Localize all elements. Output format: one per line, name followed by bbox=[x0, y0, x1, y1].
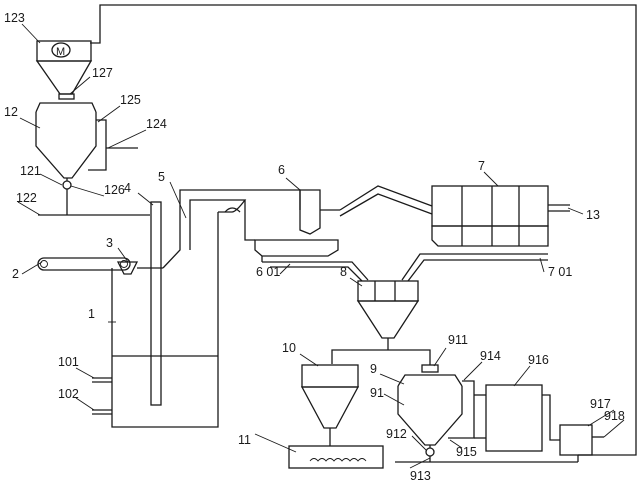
label-9: 9 bbox=[370, 362, 377, 376]
collector-8 bbox=[356, 280, 420, 350]
motor-unit-123: M bbox=[36, 40, 92, 62]
label-125: 125 bbox=[120, 93, 141, 107]
leader-lines bbox=[17, 23, 625, 469]
label-917: 917 bbox=[590, 397, 611, 411]
label-11: 11 bbox=[238, 433, 251, 447]
label-10: 10 bbox=[282, 341, 296, 355]
valve-121 bbox=[62, 180, 72, 190]
label-8: 8 bbox=[340, 265, 347, 279]
label-5: 5 bbox=[158, 170, 165, 184]
label-123: 123 bbox=[4, 11, 25, 25]
motor-symbol: M bbox=[56, 46, 65, 58]
cap-911 bbox=[421, 364, 439, 373]
label-4: 4 bbox=[124, 181, 131, 195]
label-2: 2 bbox=[12, 267, 19, 281]
conveyor-2 bbox=[37, 257, 131, 271]
hopper-10 bbox=[300, 364, 360, 446]
tank-12 bbox=[35, 102, 107, 215]
label-124: 124 bbox=[146, 117, 167, 131]
label-101: 101 bbox=[58, 355, 79, 369]
jacket-914 bbox=[448, 380, 475, 439]
label-127: 127 bbox=[92, 66, 113, 80]
label-915: 915 bbox=[456, 445, 477, 459]
jacket-125 bbox=[88, 119, 107, 171]
top-return-pipe bbox=[90, 4, 637, 456]
label-122: 122 bbox=[16, 191, 37, 205]
label-912: 912 bbox=[386, 427, 407, 441]
label-601: 6 01 bbox=[256, 265, 280, 279]
motor-icon bbox=[51, 42, 71, 58]
label-1: 1 bbox=[88, 307, 95, 321]
label-102: 102 bbox=[58, 387, 79, 401]
settler-6 bbox=[254, 189, 340, 257]
label-701: 7 01 bbox=[548, 265, 572, 279]
label-7: 7 bbox=[478, 159, 485, 173]
filter-box-7 bbox=[431, 185, 549, 247]
label-916: 916 bbox=[528, 353, 549, 367]
label-918: 918 bbox=[604, 409, 625, 423]
labels: 123 127 12 125 124 121 126 122 4 5 3 2 1… bbox=[4, 11, 625, 483]
label-6: 6 bbox=[278, 163, 285, 177]
column-4 bbox=[150, 201, 162, 406]
label-913: 913 bbox=[410, 469, 431, 483]
main-tank-1 bbox=[92, 212, 219, 428]
box-917 bbox=[559, 424, 593, 456]
feeder-127 bbox=[58, 93, 75, 100]
label-13: 13 bbox=[586, 208, 600, 222]
feed-hopper bbox=[35, 60, 93, 95]
label-914: 914 bbox=[480, 349, 501, 363]
tray-11 bbox=[288, 445, 384, 469]
label-91: 91 bbox=[370, 386, 384, 400]
label-121: 121 bbox=[20, 164, 41, 178]
label-12: 12 bbox=[4, 105, 18, 119]
crystallizer-9 bbox=[397, 364, 475, 457]
label-3: 3 bbox=[106, 236, 113, 250]
box-916 bbox=[485, 384, 543, 452]
hopper-3 bbox=[116, 261, 139, 275]
label-911: 911 bbox=[448, 333, 468, 347]
valve-912 bbox=[425, 447, 435, 457]
label-126: 126 bbox=[104, 183, 125, 197]
